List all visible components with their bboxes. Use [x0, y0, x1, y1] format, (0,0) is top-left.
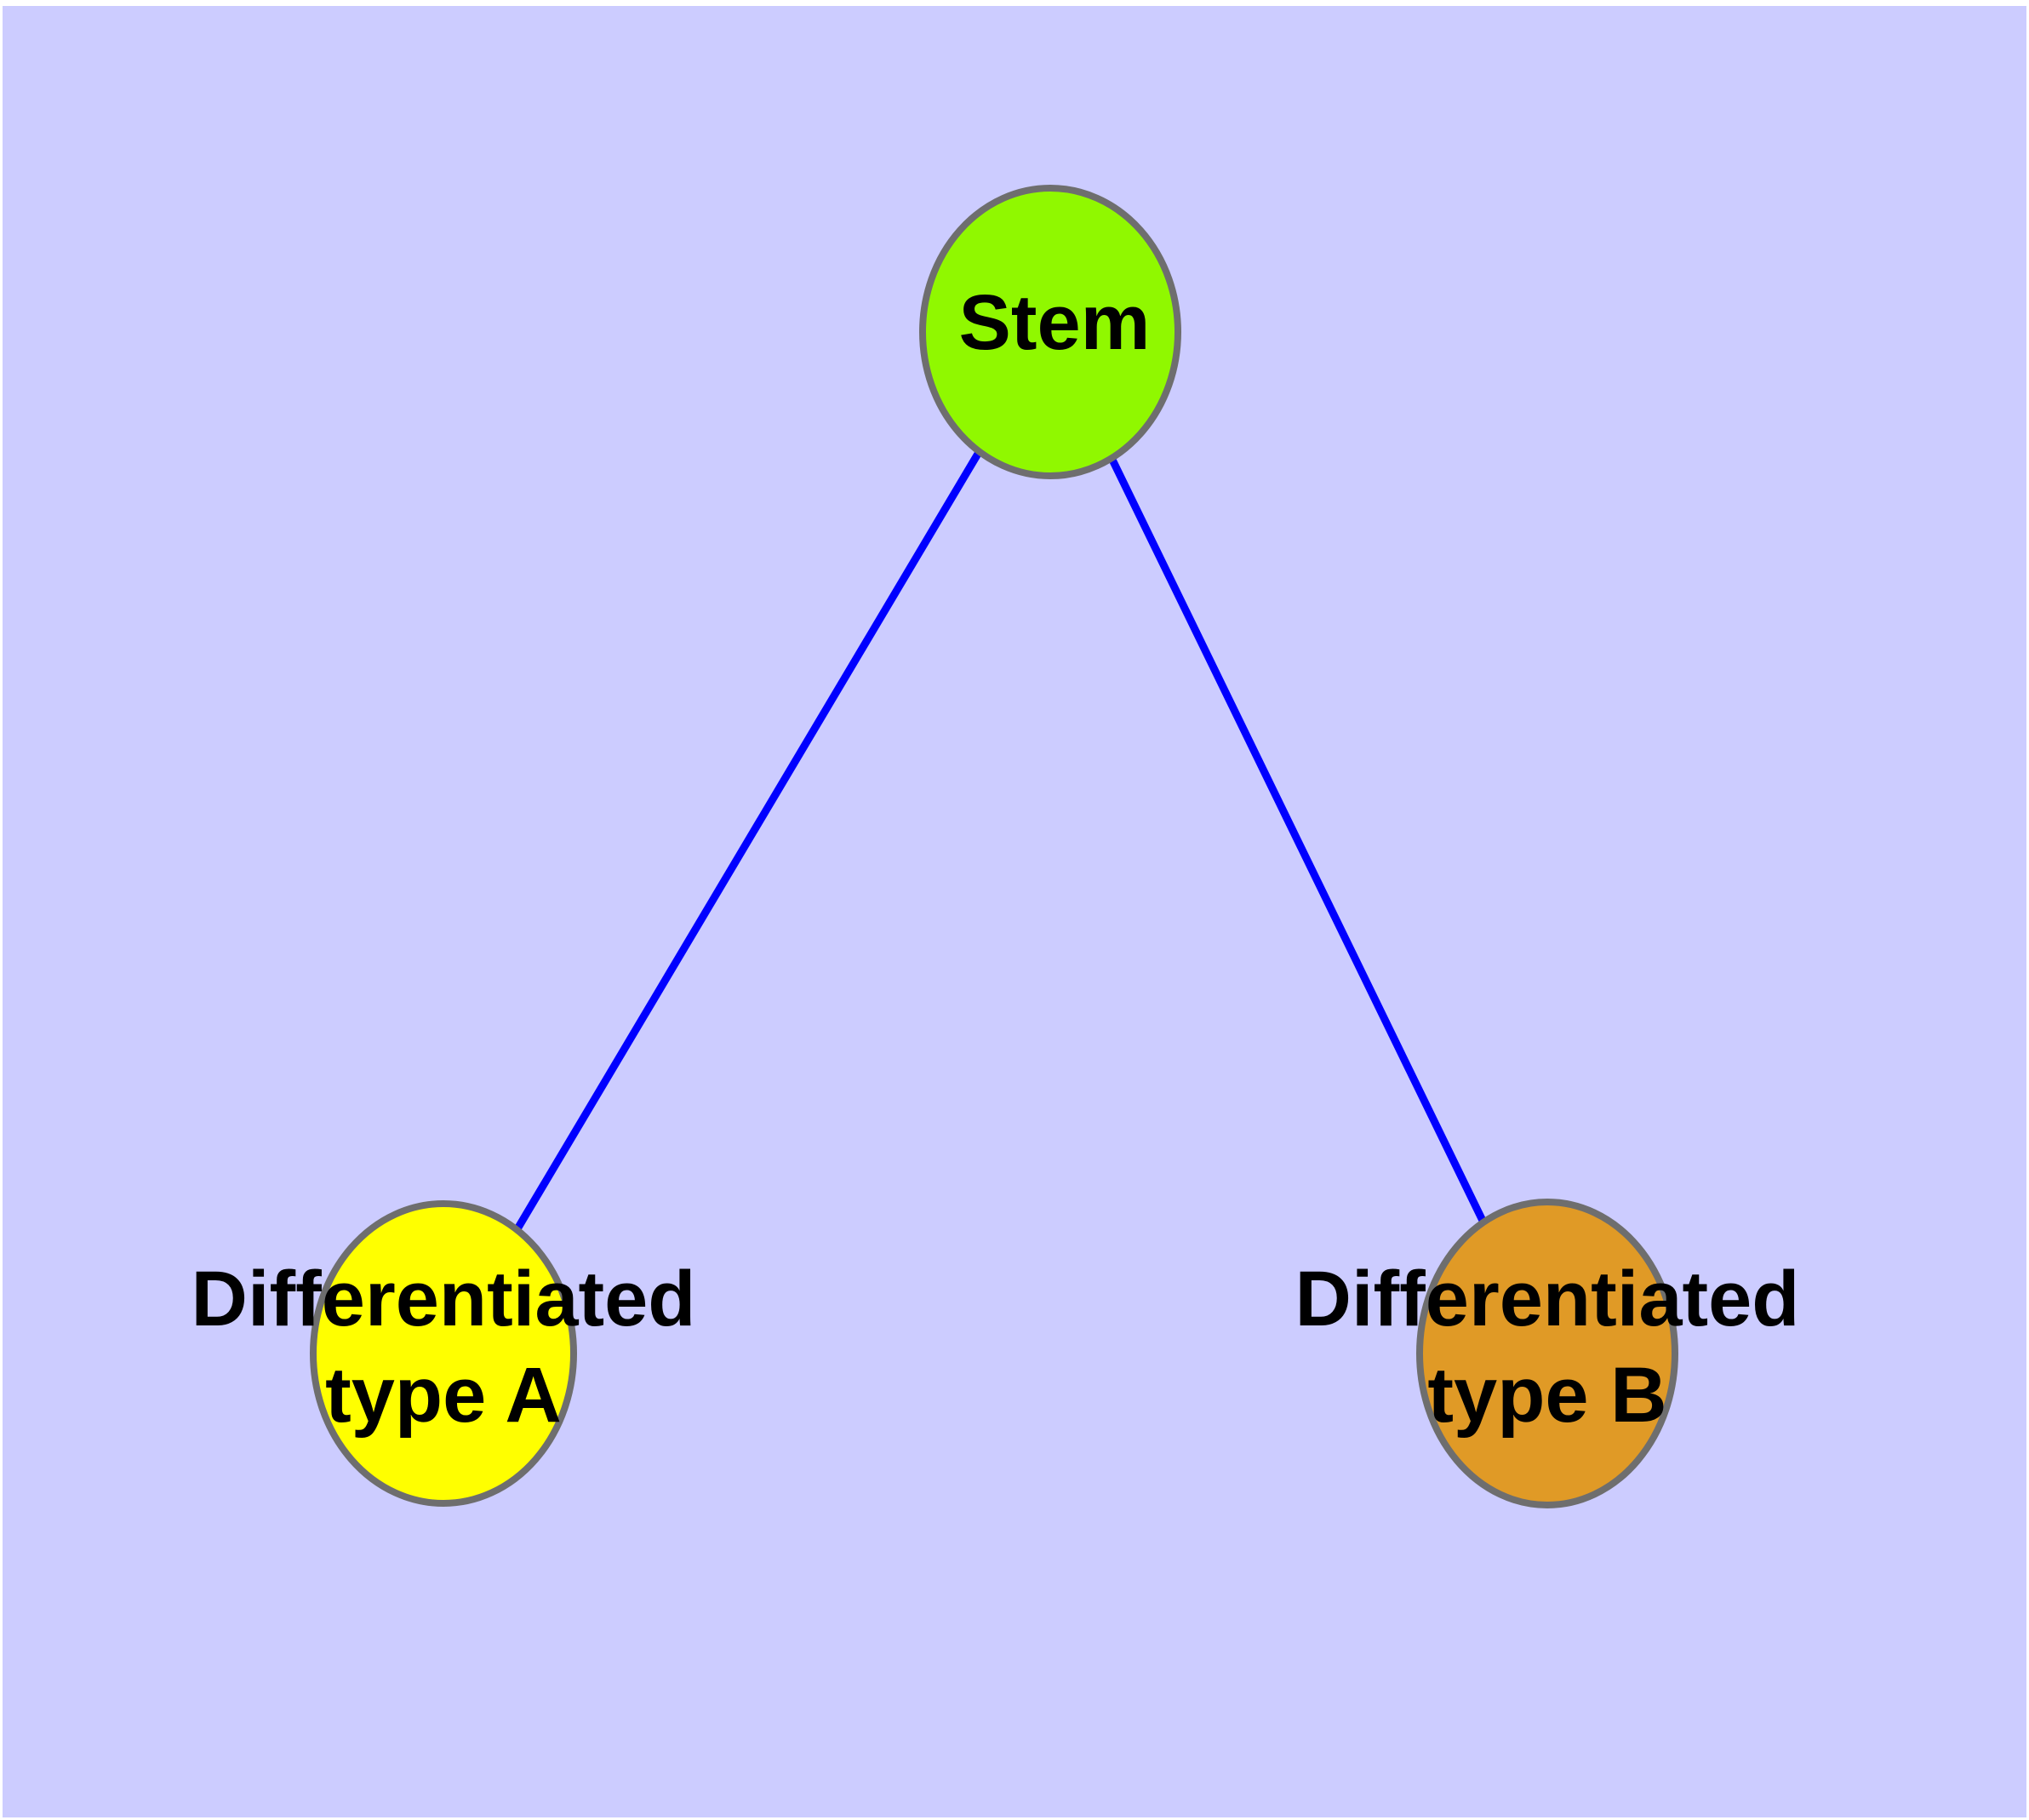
node-stem-label: Stem: [959, 279, 1151, 366]
plot-canvas: Stem Differentiated type A Differentiate…: [3, 6, 2026, 1817]
node-differentiated-type-b-label-line1: Differentiated: [1295, 1256, 1800, 1342]
node-differentiated-type-b-label-line2: type B: [1427, 1352, 1666, 1439]
node-stem-shape: [919, 185, 1181, 479]
node-differentiated-type-a-label-line2: type A: [325, 1352, 562, 1439]
node-differentiated-type-a-shape: [310, 1200, 577, 1507]
node-differentiated-type-b: Differentiated type B: [1295, 1199, 1800, 1508]
edge-stem-to-type-a: [440, 329, 1054, 1356]
node-differentiated-type-b-shape: [1416, 1199, 1678, 1508]
node-stem: Stem: [919, 185, 1181, 479]
edge-stem-to-type-b: [1046, 330, 1552, 1355]
graph-diagram: Stem Differentiated type A Differentiate…: [191, 185, 1800, 1508]
node-differentiated-type-a-label-line1: Differentiated: [191, 1256, 696, 1342]
node-differentiated-type-a: Differentiated type A: [191, 1200, 696, 1507]
